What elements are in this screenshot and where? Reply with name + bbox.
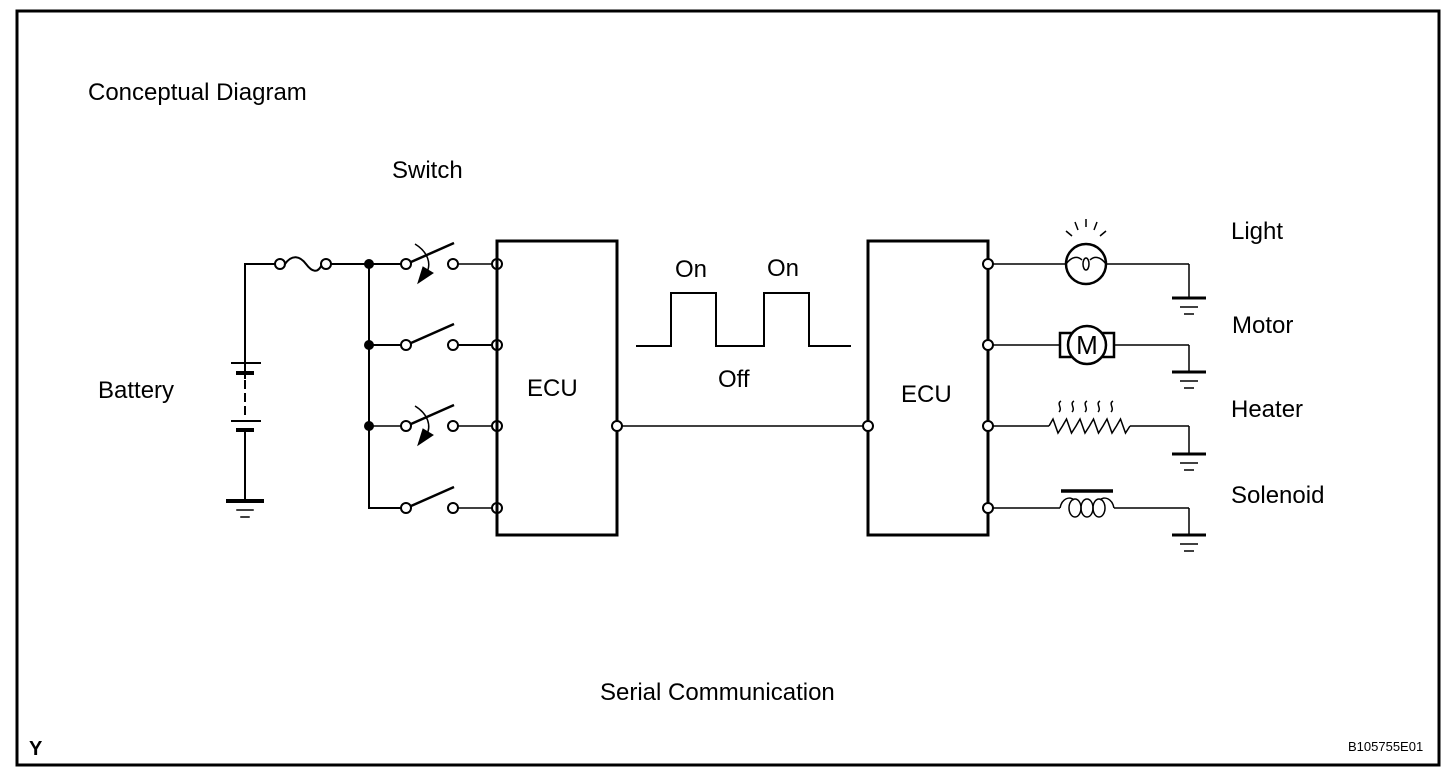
signal-on-label-1: On: [675, 256, 708, 283]
toggle-switch-icon: [369, 322, 503, 351]
corner-mark: Y: [29, 738, 43, 760]
switch-bus: [368, 263, 402, 509]
heater-icon: [982, 400, 1206, 471]
ecu-label-right: ECU: [901, 381, 952, 408]
output-label-motor: Motor: [1232, 312, 1294, 339]
toggle-switch-icon: [369, 485, 503, 514]
diagram-caption: Serial Communication: [600, 679, 835, 706]
switch-label: Switch: [392, 157, 463, 184]
diagram-title: Conceptual Diagram: [88, 79, 307, 106]
battery-label: Battery: [98, 377, 175, 404]
lamp-icon: [982, 219, 1206, 315]
figure-frame: [15, 9, 1441, 767]
signal-waveform: [636, 292, 851, 347]
output-label-heater: Heater: [1231, 396, 1304, 423]
output-label-light: Light: [1231, 218, 1284, 245]
battery-icon: [231, 263, 277, 501]
momentary-switch-icon: [369, 241, 503, 285]
ecu-box-left: [495, 239, 619, 537]
momentary-switch-icon: [369, 403, 503, 447]
ecu-box-right: [866, 239, 990, 537]
ground-icon: [226, 499, 264, 518]
ecu-label-left: ECU: [527, 375, 578, 402]
figure-code: B105755E01: [1348, 739, 1424, 754]
signal-off-label: Off: [718, 366, 750, 393]
output-label-solenoid: Solenoid: [1231, 482, 1325, 509]
terminal: [611, 420, 623, 432]
motor-icon: M: [982, 324, 1206, 389]
signal-on-label-2: On: [767, 255, 800, 282]
fuse-icon: [274, 256, 370, 272]
motor-letter: M: [1076, 330, 1098, 360]
terminal: [862, 420, 874, 432]
solenoid-icon: [982, 489, 1206, 552]
